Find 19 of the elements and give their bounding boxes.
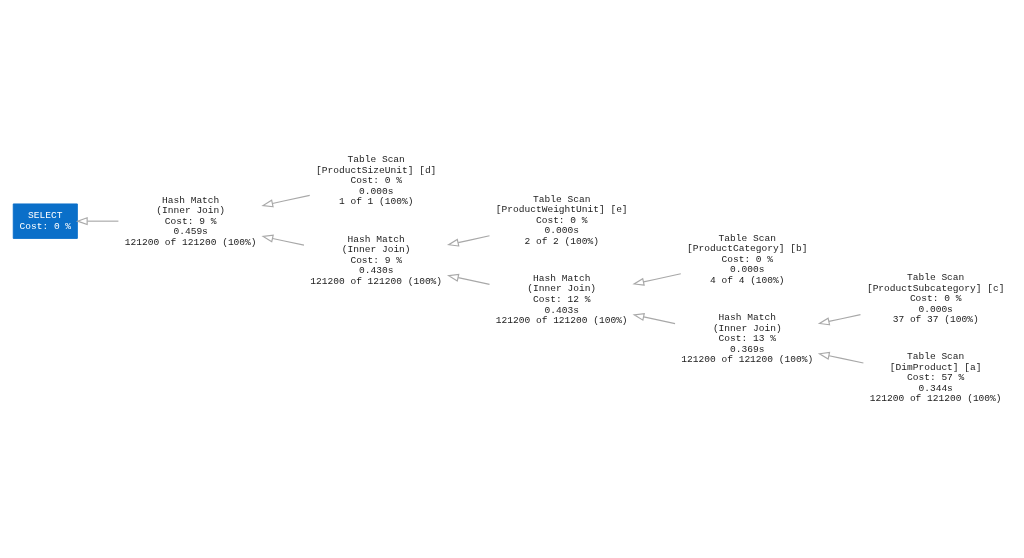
arrow [261,233,305,246]
node-text: Hash Match (Inner Join) Cost: 9 % 0.459s 121200 of 121200 (100%) [124,194,257,248]
arrow [261,194,311,207]
node-text: Hash Match (Inner Join) Cost: 9 % 0.430s 121200 of 121200 (100%) [310,233,443,287]
arrow [632,312,676,324]
node-text: Hash Match (Inner Join) Cost: 13 % 0.369s 121200 of 121200 (100%) [681,311,814,365]
node-box: SELECT Cost: 0 % [12,202,78,239]
node-text: Hash Match (Inner Join) Cost: 12 % 0.403s 121200 of 121200 (100%) [495,272,628,326]
arrow [446,234,491,247]
arrow [75,216,119,225]
arrow [817,351,864,364]
node-text: Table Scan [ProductCategory] [b] Cost: 0 % 0.000s 4 of 4 (100%) [687,232,808,286]
node-text: Table Scan [ProductSubcategory] [c] Cost: 0 % 0.000s 37 of 37 (100%) [866,271,1005,325]
arrow [632,272,682,286]
node-text: Table Scan [ProductWeightUnit] [e] Cost: 0 % 0.000s 2 of 2 (100%) [495,193,628,247]
arrow [446,273,491,285]
node-text: Table Scan [DimProduct] [a] Cost: 57 % 0.344s 121200 of 121200 (100%) [869,350,1002,404]
node-text: Table Scan [ProductSizeUnit] [d] Cost: 0 % 0.000s 1 of 1 (100%) [316,153,437,207]
arrow [817,313,862,325]
